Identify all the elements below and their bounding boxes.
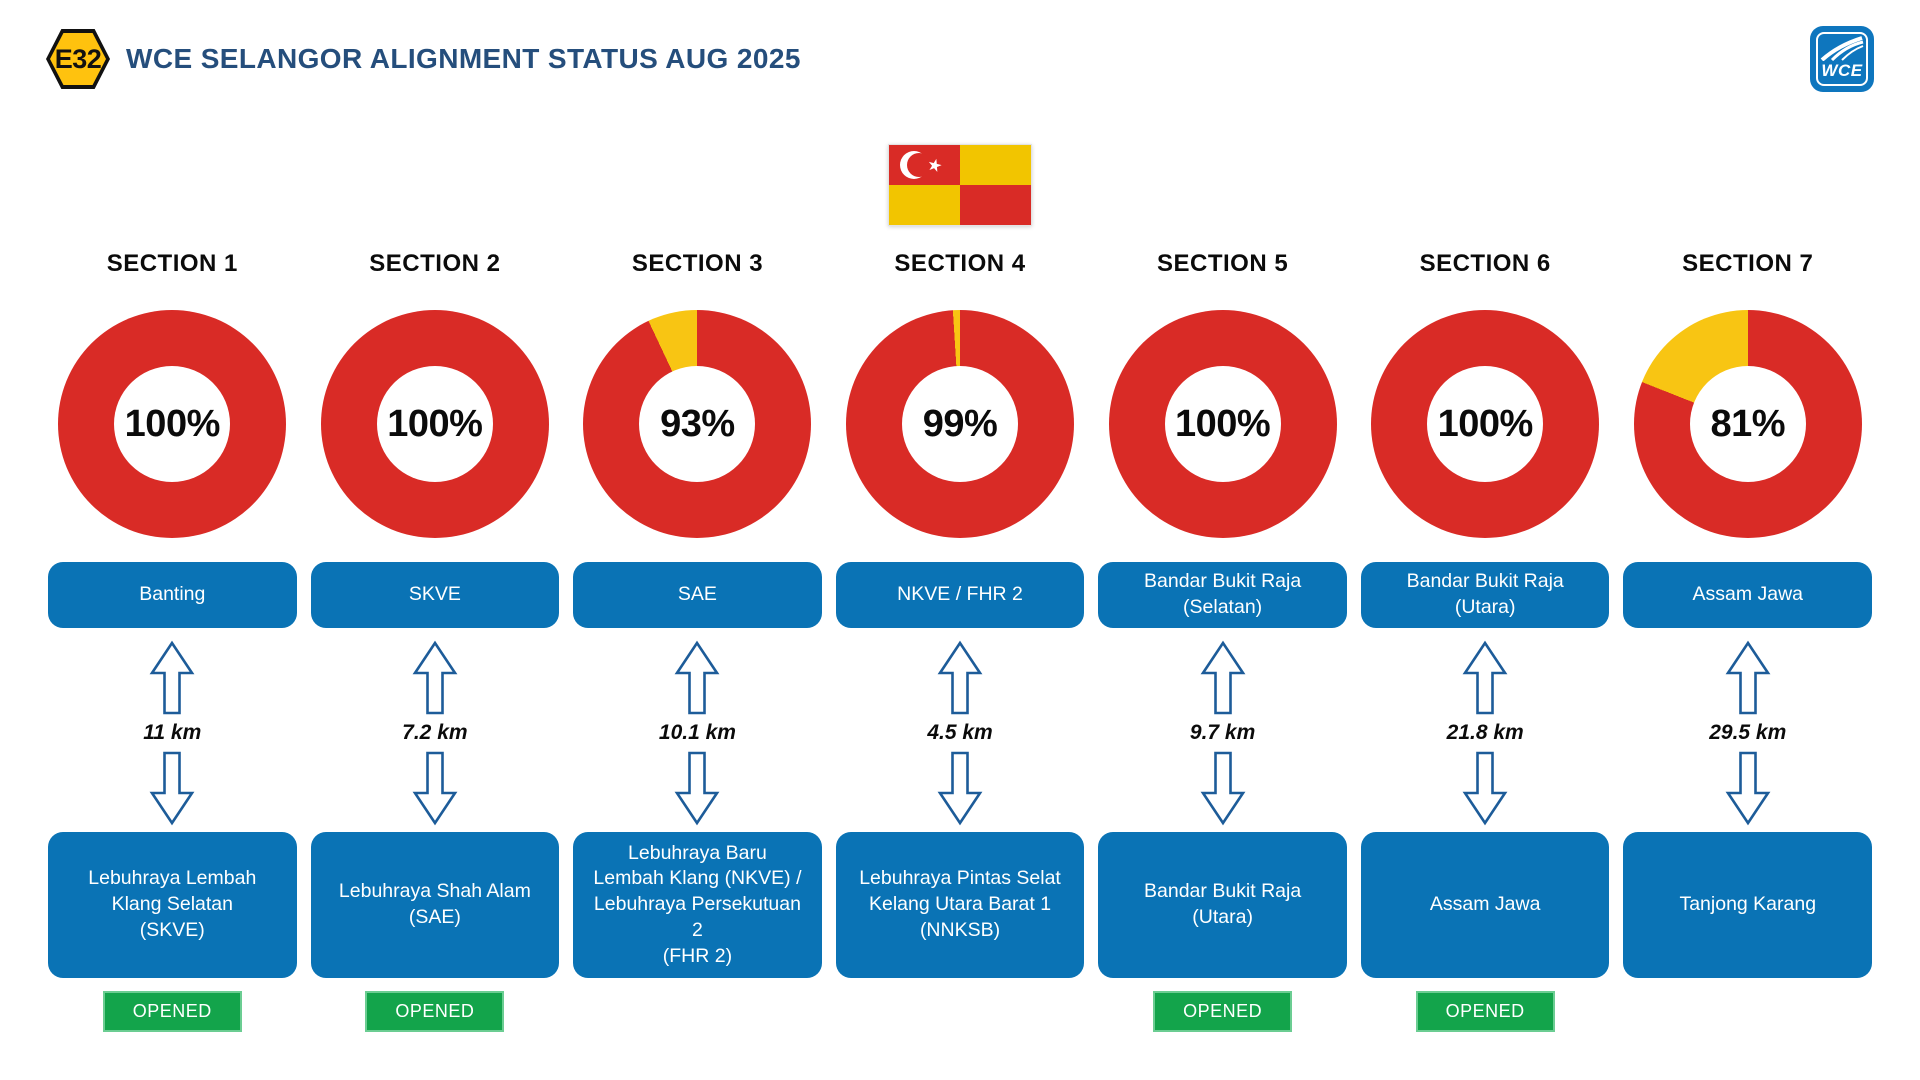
section-title: SECTION 5 [1157,250,1289,277]
route-shield-e32: E32 [46,29,110,89]
to-box: Lebuhraya Lembah Klang Selatan (SKVE) [48,832,297,978]
flag-quadrant-yellow [889,185,960,225]
donut-percentage: 81% [1710,402,1786,445]
donut-percentage: 93% [660,402,735,445]
from-box: NKVE / FHR 2 [835,562,1085,628]
section-column-7: SECTION 7 81% Assam Jawa 29.5 km Tanjong… [1623,250,1873,1032]
wce-logo: WCE [1810,26,1874,92]
up-block-arrow-icon [412,640,458,715]
donut-chart: 99% [846,310,1075,538]
section-column-3: SECTION 3 93% SAE 10.1 km Lebuhraya Baru… [573,250,822,1032]
shield-face: E32 [50,33,106,85]
distance-label: 11 km [143,721,202,744]
section-column-6: SECTION 6 100% Bandar Bukit Raja (Utara)… [1360,250,1610,1032]
donut-chart: 93% [583,310,812,538]
donut-chart: 100% [1108,310,1337,538]
down-block-arrow-icon [412,751,458,826]
from-box: Banting [48,562,297,628]
flag-quadrant-yellow [960,145,1031,185]
distance-label: 21.8 km [1446,721,1524,744]
to-box: Tanjong Karang [1623,832,1873,978]
to-box: Bandar Bukit Raja (Utara) [1098,832,1347,978]
opened-badge: OPENED [102,991,242,1032]
star-icon: ★ [925,154,945,177]
down-block-arrow-icon [1725,751,1771,826]
down-block-arrow-icon [1200,751,1246,826]
donut-percentage: 100% [1174,402,1271,445]
from-box: SAE [573,562,822,628]
selangor-flag-icon: ★ [888,144,1032,226]
down-block-arrow-icon [149,751,195,826]
wce-logo-frame: WCE [1816,32,1868,86]
section-column-5: SECTION 5 100% Bandar Bukit Raja (Selata… [1098,250,1347,1032]
flag-wrap: ★ [0,144,1920,226]
distance-label: 29.5 km [1709,721,1787,744]
donut-percentage: 100% [1437,402,1534,445]
route-code: E32 [54,43,102,74]
down-block-arrow-icon [1462,751,1508,826]
to-box: Lebuhraya Pintas Selat Kelang Utara Bara… [835,832,1085,978]
down-block-arrow-icon [937,751,983,826]
wce-logo-text: WCE [1821,61,1863,80]
from-box: Assam Jawa [1623,562,1873,628]
section-column-4: SECTION 4 99% NKVE / FHR 2 4.5 km Lebuhr… [835,250,1085,1032]
distance-label: 9.7 km [1189,721,1256,744]
to-box: Lebuhraya Baru Lembah Klang (NKVE) / Leb… [573,832,822,978]
up-block-arrow-icon [675,640,720,715]
section-title: SECTION 7 [1682,250,1814,277]
from-box: SKVE [310,562,560,628]
up-block-arrow-icon [1462,640,1508,715]
from-box: Bandar Bukit Raja (Selatan) [1098,562,1347,628]
page-title: WCE SELANGOR ALIGNMENT STATUS AUG 2025 [126,43,801,74]
donut-chart: 100% [1371,310,1600,538]
donut-chart: 100% [58,310,287,538]
sections-row: SECTION 1 100% Banting 11 km Lebuhraya L… [0,250,1920,1032]
distance-label: 7.2 km [402,721,468,744]
section-column-2: SECTION 2 100% SKVE 7.2 km Lebuhraya Sha… [310,250,560,1032]
to-box: Assam Jawa [1360,832,1610,978]
up-block-arrow-icon [149,640,195,715]
section-title: SECTION 1 [106,250,238,277]
opened-badge: OPENED [365,991,505,1032]
distance-label: 10.1 km [658,721,736,744]
distance-label: 4.5 km [927,721,993,744]
donut-percentage: 99% [922,402,998,445]
to-box: Lebuhraya Shah Alam (SAE) [310,832,560,978]
flag-quadrant-red [960,185,1031,225]
section-column-1: SECTION 1 100% Banting 11 km Lebuhraya L… [48,250,297,1032]
up-block-arrow-icon [1725,640,1771,715]
donut-percentage: 100% [387,402,483,445]
section-title: SECTION 2 [369,250,501,277]
up-block-arrow-icon [937,640,983,715]
header: E32 WCE SELANGOR ALIGNMENT STATUS AUG 20… [0,0,1920,92]
section-title: SECTION 3 [631,250,764,277]
flag-quadrant-red-crescent: ★ [889,145,960,185]
donut-chart: 81% [1633,310,1862,538]
donut-chart: 100% [320,310,549,538]
opened-badge: OPENED [1153,991,1293,1032]
from-box: Bandar Bukit Raja (Utara) [1360,562,1610,628]
up-block-arrow-icon [1200,640,1246,715]
opened-badge: OPENED [1415,991,1555,1032]
section-title: SECTION 4 [894,250,1026,277]
donut-percentage: 100% [124,402,221,445]
section-title: SECTION 6 [1419,250,1551,277]
road-swoosh-icon [1820,36,1864,61]
down-block-arrow-icon [675,751,720,826]
